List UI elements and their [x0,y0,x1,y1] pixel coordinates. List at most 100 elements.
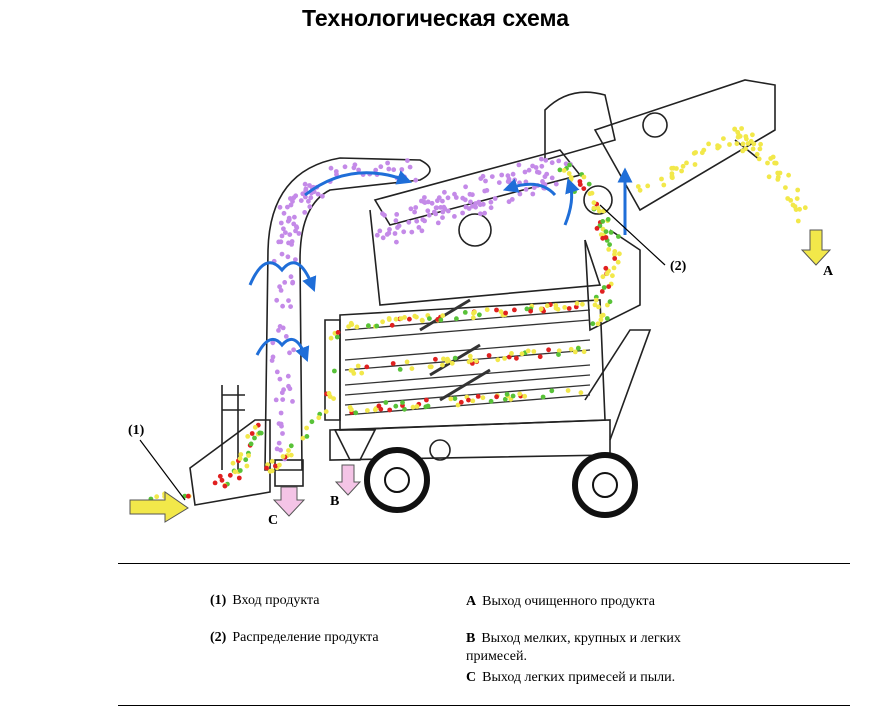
particle [530,191,536,197]
particle [412,313,418,319]
particle [405,158,410,164]
particle [504,391,510,397]
particle [293,257,298,262]
particle [744,136,749,142]
particle [304,425,309,431]
particle [635,184,641,189]
particle [244,463,250,469]
particle [342,164,348,170]
legend-top-rule [118,563,850,564]
particle [270,354,276,360]
callout-outlet-b: B [330,494,339,509]
particle [699,150,705,156]
particle [604,316,610,321]
particle [276,421,282,426]
particle [581,174,587,180]
particle [386,166,392,172]
particle [290,399,295,404]
particle [359,370,365,376]
particle [438,205,444,210]
particle [252,424,258,430]
particle [462,197,468,203]
particle [514,355,519,361]
particle [790,202,796,208]
particle [483,178,488,184]
particle [606,247,612,252]
particle [603,265,609,271]
particle [473,358,479,364]
particle [298,198,304,204]
particle [611,265,617,271]
particle [512,307,517,313]
particle [553,181,559,187]
particle [519,351,525,357]
particle [617,251,622,257]
particle [423,404,429,410]
particle [351,165,357,171]
particle [280,325,286,331]
particle [394,239,399,245]
particle [567,162,572,168]
particle [510,393,516,399]
page-title: Технологическая схема [301,5,570,31]
particle [598,232,604,238]
callout-outlet-c: C [268,513,278,528]
particle [593,297,599,303]
particle [376,403,382,409]
particle [354,324,360,330]
particle [637,187,643,193]
particle [480,395,486,401]
particle [316,415,322,421]
particle [750,146,756,152]
particle [802,205,808,211]
particle [285,254,291,260]
particle [467,353,473,359]
particle [294,224,299,230]
particle [530,163,535,169]
particle [468,357,474,363]
particle [691,150,697,156]
particle [434,205,440,211]
particle [290,279,296,285]
particle [794,196,800,202]
particle [684,160,689,166]
particle [278,410,284,416]
particle [286,448,291,453]
particle [509,197,515,202]
particle [412,209,417,215]
particle [610,273,615,279]
particle [440,362,445,368]
particle [615,259,621,265]
particle [327,394,333,399]
particle [386,316,392,321]
particle [566,171,572,176]
particle [470,315,476,321]
particle [449,360,455,366]
particle [556,352,561,357]
particle [433,211,439,217]
particle [302,210,308,215]
particle [393,316,399,322]
particle [287,232,293,238]
particle [462,310,468,315]
particle [756,156,762,162]
particle [557,167,563,173]
particle [492,196,498,201]
particle [185,493,191,499]
particle [288,304,293,309]
particle [452,396,458,401]
particle [397,367,403,372]
particle [304,434,310,439]
particle [387,407,393,413]
particle [489,174,495,180]
particle [750,132,755,138]
legend-item-inlet: (1)Вход продукта [210,593,320,608]
air-flow-arrows [248,167,633,362]
particle [795,187,801,193]
particle [574,301,580,306]
particle [692,162,698,167]
particle [494,307,499,313]
particle [435,220,441,226]
particle [797,206,802,212]
particle [600,219,606,224]
